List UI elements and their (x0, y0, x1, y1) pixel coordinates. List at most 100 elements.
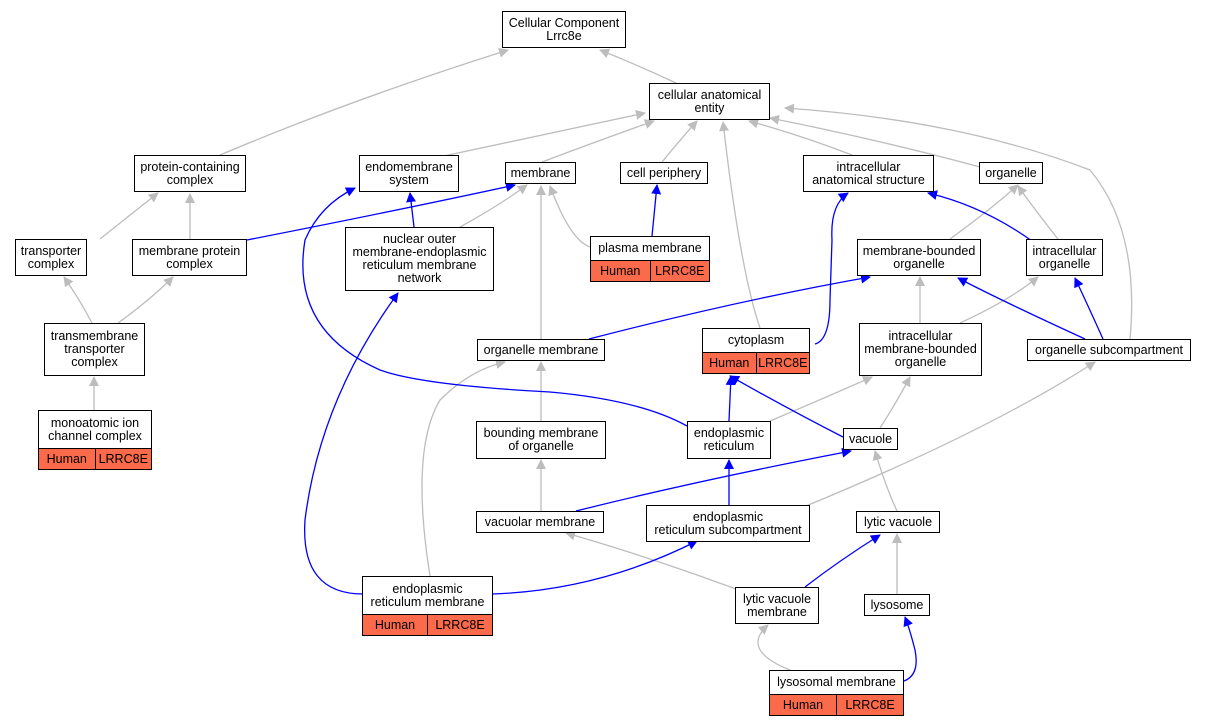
tag-species: Human (770, 695, 836, 715)
node-lysosome[interactable]: lysosome (864, 594, 930, 616)
node-label: lytic vacuole membrane (742, 591, 812, 619)
part-of-edge (1074, 277, 1104, 340)
is-a-edge (879, 376, 911, 429)
node-label: plasma membrane (598, 241, 702, 255)
is-a-edge (541, 119, 655, 163)
is-a-edge (769, 376, 873, 422)
node-label: monoatomic ion channel complex (48, 415, 142, 443)
node-label: endoplasmic reticulum (693, 426, 765, 453)
node-membrane-bounded-organelle[interactable]: membrane-bounded organelle (857, 239, 981, 276)
part-of-edge (492, 540, 698, 595)
node-label: membrane (510, 165, 571, 180)
node-membrane-protein-complex[interactable]: membrane protein complex (132, 239, 247, 276)
node-label: intracellular membrane-bounded organelle (864, 329, 977, 369)
is-a-edge (784, 103, 1133, 340)
is-a-edge (548, 185, 591, 248)
node-transmembrane-transporter-complex[interactable]: transmembrane transporter complex (44, 323, 145, 376)
tag-gene: LRRC8E (94, 449, 151, 469)
is-a-edge (421, 359, 506, 577)
part-of-edge (246, 182, 516, 241)
is-a-edge (748, 118, 853, 156)
node-organelle[interactable]: organelle (979, 162, 1043, 184)
part-of-edge (588, 273, 871, 340)
node-label: cytoplasm (727, 333, 785, 347)
node-label: transmembrane transporter complex (50, 329, 139, 369)
is-a-edge (117, 276, 174, 324)
node-lytic-vacuole[interactable]: lytic vacuole (856, 511, 940, 533)
node-label: lysosome (870, 597, 924, 612)
node-cell-periphery[interactable]: cell periphery (620, 162, 708, 184)
is-a-edge (219, 47, 509, 156)
node-cellular-component[interactable]: Cellular Component Lrrc8e (502, 11, 626, 48)
node-endoplasmic-reticulum[interactable]: endoplasmic reticulum (687, 421, 771, 459)
is-a-edge (872, 450, 898, 512)
node-protein-containing-complex[interactable]: protein-containing complex (134, 155, 246, 192)
node-label: vacuole (848, 431, 893, 446)
is-a-edge (959, 276, 1039, 324)
node-label: membrane-bounded organelle (862, 243, 976, 271)
node-transporter-complex[interactable]: transporter complex (15, 239, 87, 276)
part-of-edge (651, 184, 662, 237)
node-label: cellular anatomical entity (657, 87, 762, 115)
node-label: endoplasmic reticulum membrane (370, 581, 485, 609)
node-vacuolar-membrane[interactable]: vacuolar membrane (476, 511, 604, 533)
is-a-edge (565, 530, 761, 599)
is-a-edge (459, 184, 528, 228)
is-a-edge (805, 361, 1096, 507)
is-a-edge (599, 48, 677, 84)
tag-species: Human (591, 261, 650, 281)
tag-species: Human (703, 353, 756, 373)
node-label: endomembrane system (365, 159, 453, 187)
node-label: lytic vacuole (863, 514, 933, 529)
node-organelle-membrane[interactable]: organelle membrane (477, 339, 605, 361)
node-label: protein-containing complex (140, 159, 240, 187)
is-a-edge (757, 624, 791, 671)
is-a-edge (949, 184, 1019, 240)
node-label: intracellular anatomical structure (812, 159, 925, 187)
is-a-edge (661, 120, 698, 163)
node-membrane[interactable]: membrane (505, 162, 576, 184)
node-label: organelle (985, 165, 1037, 180)
tag-gene: LRRC8E (649, 261, 709, 281)
node-organelle-subcompartment[interactable]: organelle subcompartment (1027, 339, 1191, 361)
tag-gene: LRRC8E (427, 615, 492, 635)
node-intracellular-organelle[interactable]: intracellular organelle (1026, 239, 1103, 276)
node-label: membrane protein complex (138, 243, 241, 271)
node-endomembrane-system[interactable]: endomembrane system (359, 155, 459, 192)
node-label: vacuolar membrane (484, 514, 596, 529)
node-nuclear-outer-membrane-er-network[interactable]: nuclear outer membrane-endoplasmic retic… (345, 227, 494, 291)
node-bounding-membrane-of-organelle[interactable]: bounding membrane of organelle (476, 421, 606, 459)
node-label: transporter complex (20, 243, 82, 271)
node-intracellular-membrane-bounded-organelle[interactable]: intracellular membrane-bounded organelle (859, 323, 982, 376)
is-a-edge (99, 192, 159, 240)
node-intracellular-anatomical-structure[interactable]: intracellular anatomical structure (803, 155, 934, 192)
tag-species: Human (363, 615, 427, 635)
part-of-edge (575, 447, 852, 512)
part-of-edge (957, 277, 1086, 340)
part-of-edge (725, 375, 736, 422)
is-a-edge (769, 114, 981, 168)
node-label: Cellular Component Lrrc8e (508, 15, 620, 43)
node-label: endoplasmic reticulum subcompartment (654, 509, 802, 537)
node-cellular-anatomical-entity[interactable]: cellular anatomical entity (649, 83, 770, 120)
is-a-edge (1017, 185, 1059, 240)
node-er-subcompartment[interactable]: endoplasmic reticulum subcompartment (646, 505, 810, 542)
node-label: nuclear outer membrane-endoplasmic retic… (352, 232, 487, 285)
node-label: bounding membrane of organelle (483, 426, 599, 453)
is-a-edge (719, 121, 761, 329)
node-vacuole[interactable]: vacuole (843, 428, 898, 450)
node-label: organelle membrane (483, 342, 599, 357)
node-lytic-vacuole-membrane[interactable]: lytic vacuole membrane (735, 587, 819, 624)
part-of-edge (804, 534, 881, 588)
part-of-edge (814, 192, 849, 345)
part-of-edge (729, 375, 844, 438)
